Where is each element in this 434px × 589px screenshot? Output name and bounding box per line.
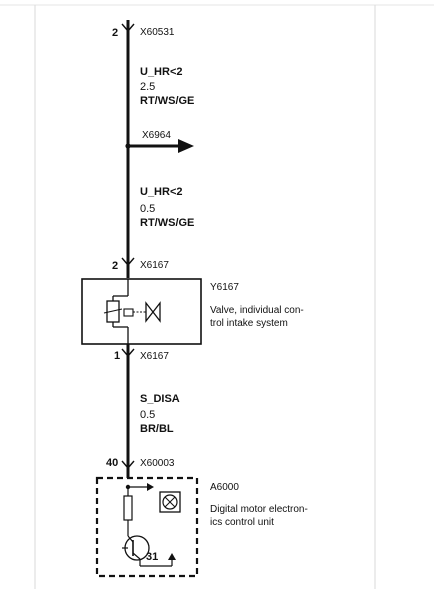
wire-middle-signal: U_HR<2 xyxy=(140,186,183,198)
dme-id: A6000 xyxy=(210,482,239,493)
connector-x6964-id: X6964 xyxy=(142,130,171,141)
connector-x6167-bottom-pin: 1 xyxy=(114,350,120,362)
dme-desc-line2: ics control unit xyxy=(210,517,274,528)
transistor-icon xyxy=(122,483,176,567)
wire-middle-gauge: 0.5 xyxy=(140,203,155,215)
wire-lower-gauge: 0.5 xyxy=(140,409,155,421)
connector-x6167-top-id: X6167 xyxy=(140,260,169,271)
wire-upper-color: RT/WS/GE xyxy=(140,95,194,107)
connector-x6167-bottom-mark xyxy=(121,348,135,358)
dme-desc-line1: Digital motor electron- xyxy=(210,504,308,515)
connector-x60531-mark xyxy=(121,23,135,33)
connector-x60531-id: X60531 xyxy=(140,27,175,38)
dme-box xyxy=(95,476,199,578)
connector-x6167-top-pin: 2 xyxy=(112,260,118,272)
valve-desc-line2: trol intake system xyxy=(210,318,288,329)
connector-x60003-pin: 40 xyxy=(106,457,118,469)
wire-upper-signal: U_HR<2 xyxy=(140,66,183,78)
control-unit-symbol-icon xyxy=(159,491,181,513)
connector-x60531-pin: 2 xyxy=(112,27,118,39)
wire-middle-color: RT/WS/GE xyxy=(140,217,194,229)
connector-x6167-bottom-id: X6167 xyxy=(140,351,169,362)
connector-x60003-mark xyxy=(121,460,135,470)
connector-x6167-top-mark xyxy=(121,257,135,267)
valve-desc-line1: Valve, individual con- xyxy=(210,305,304,316)
branch-arrow-icon xyxy=(178,139,194,153)
solenoid-valve-icon xyxy=(103,279,161,344)
connector-x60003-id: X60003 xyxy=(140,458,175,469)
wire-lower-color: BR/BL xyxy=(140,423,174,435)
valve-id: Y6167 xyxy=(210,282,239,293)
wire-upper-gauge: 2.5 xyxy=(140,81,155,93)
wire-lower-signal: S_DISA xyxy=(140,393,180,405)
dme-ground-pin: 31 xyxy=(146,551,158,563)
